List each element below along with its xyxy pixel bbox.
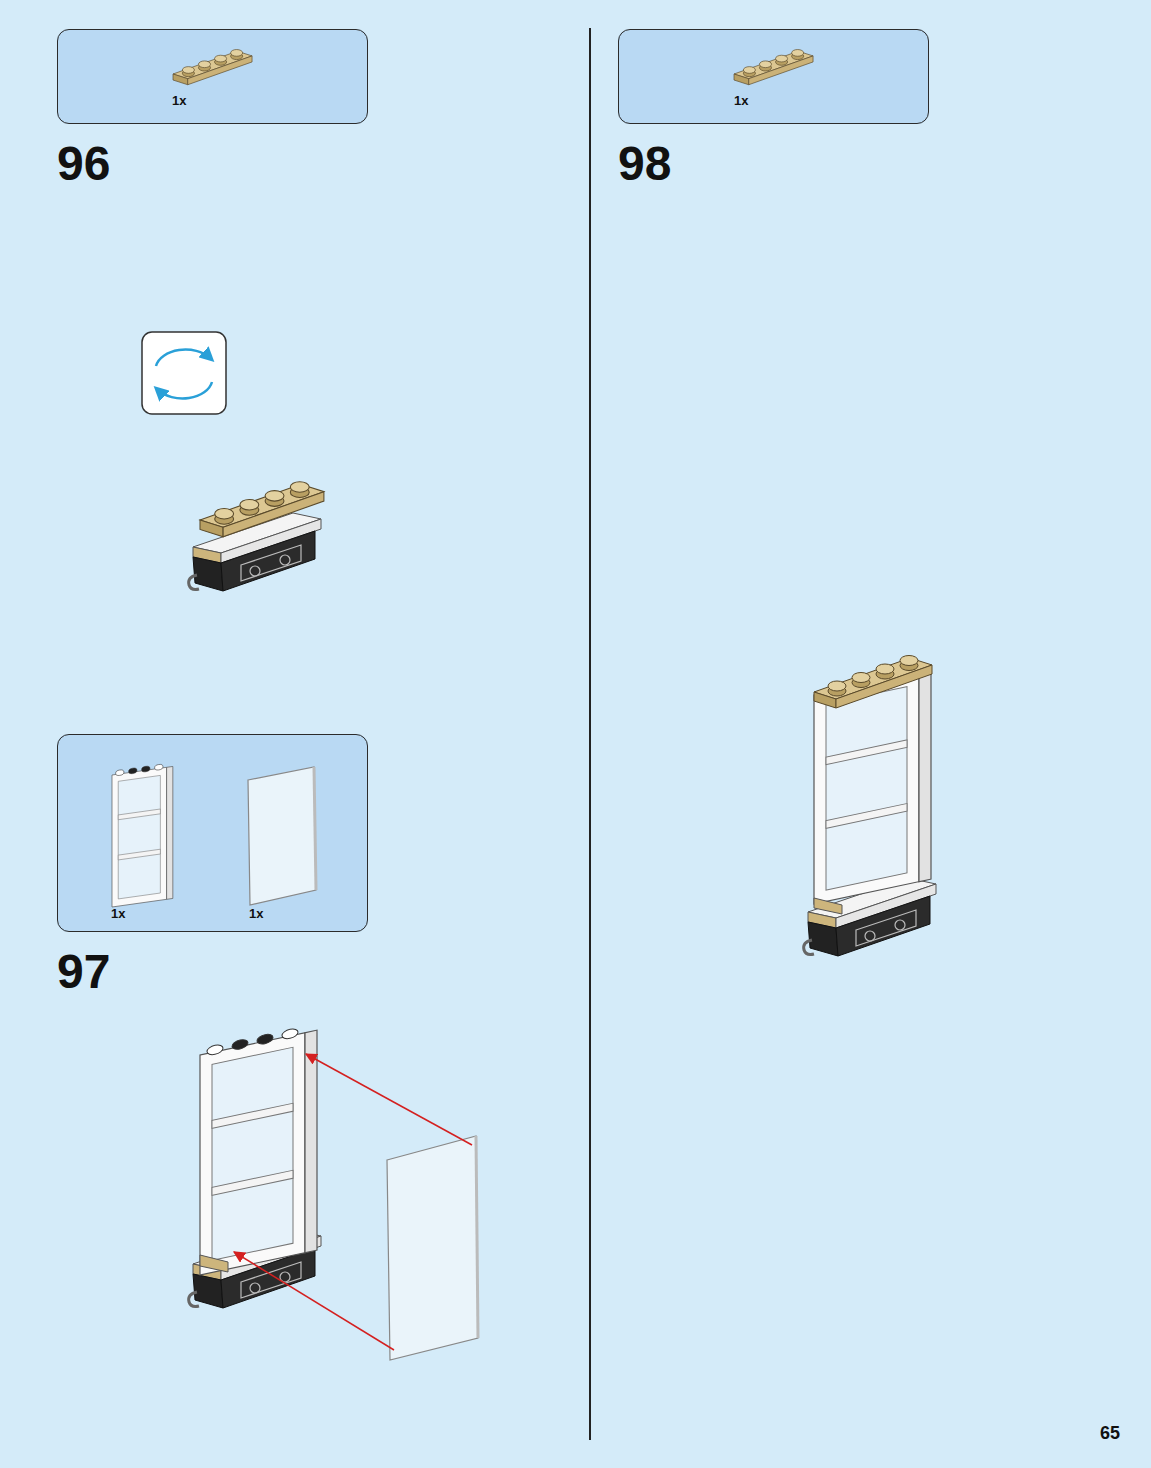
step-number: 96 (57, 140, 110, 188)
step-number: 97 (57, 948, 110, 996)
glass-pane-part (248, 767, 316, 905)
page-number: 65 (1100, 1424, 1120, 1442)
part-quantity: 1x (111, 906, 125, 921)
page-divider (589, 28, 591, 1440)
window-frame-part (112, 763, 173, 907)
step98-assembly (804, 656, 936, 957)
part-quantity: 1x (249, 906, 263, 921)
parts-callout-box: 1x 1x (57, 734, 368, 932)
tan-plate (173, 50, 252, 85)
parts-box-fill (57, 734, 368, 932)
step97-assembly (189, 1024, 478, 1360)
part-quantity: 1x (734, 93, 748, 108)
part-quantity: 1x (172, 93, 186, 108)
parts-callout-box: 1x (618, 29, 929, 124)
parts-callout-box: 1x (57, 29, 368, 124)
tan-plate (734, 50, 813, 85)
parts-box-fill (57, 29, 368, 124)
step96-assembly (189, 482, 324, 591)
rotate-icon (142, 332, 226, 414)
step-number: 98 (618, 140, 671, 188)
parts-box-fill (618, 29, 929, 124)
